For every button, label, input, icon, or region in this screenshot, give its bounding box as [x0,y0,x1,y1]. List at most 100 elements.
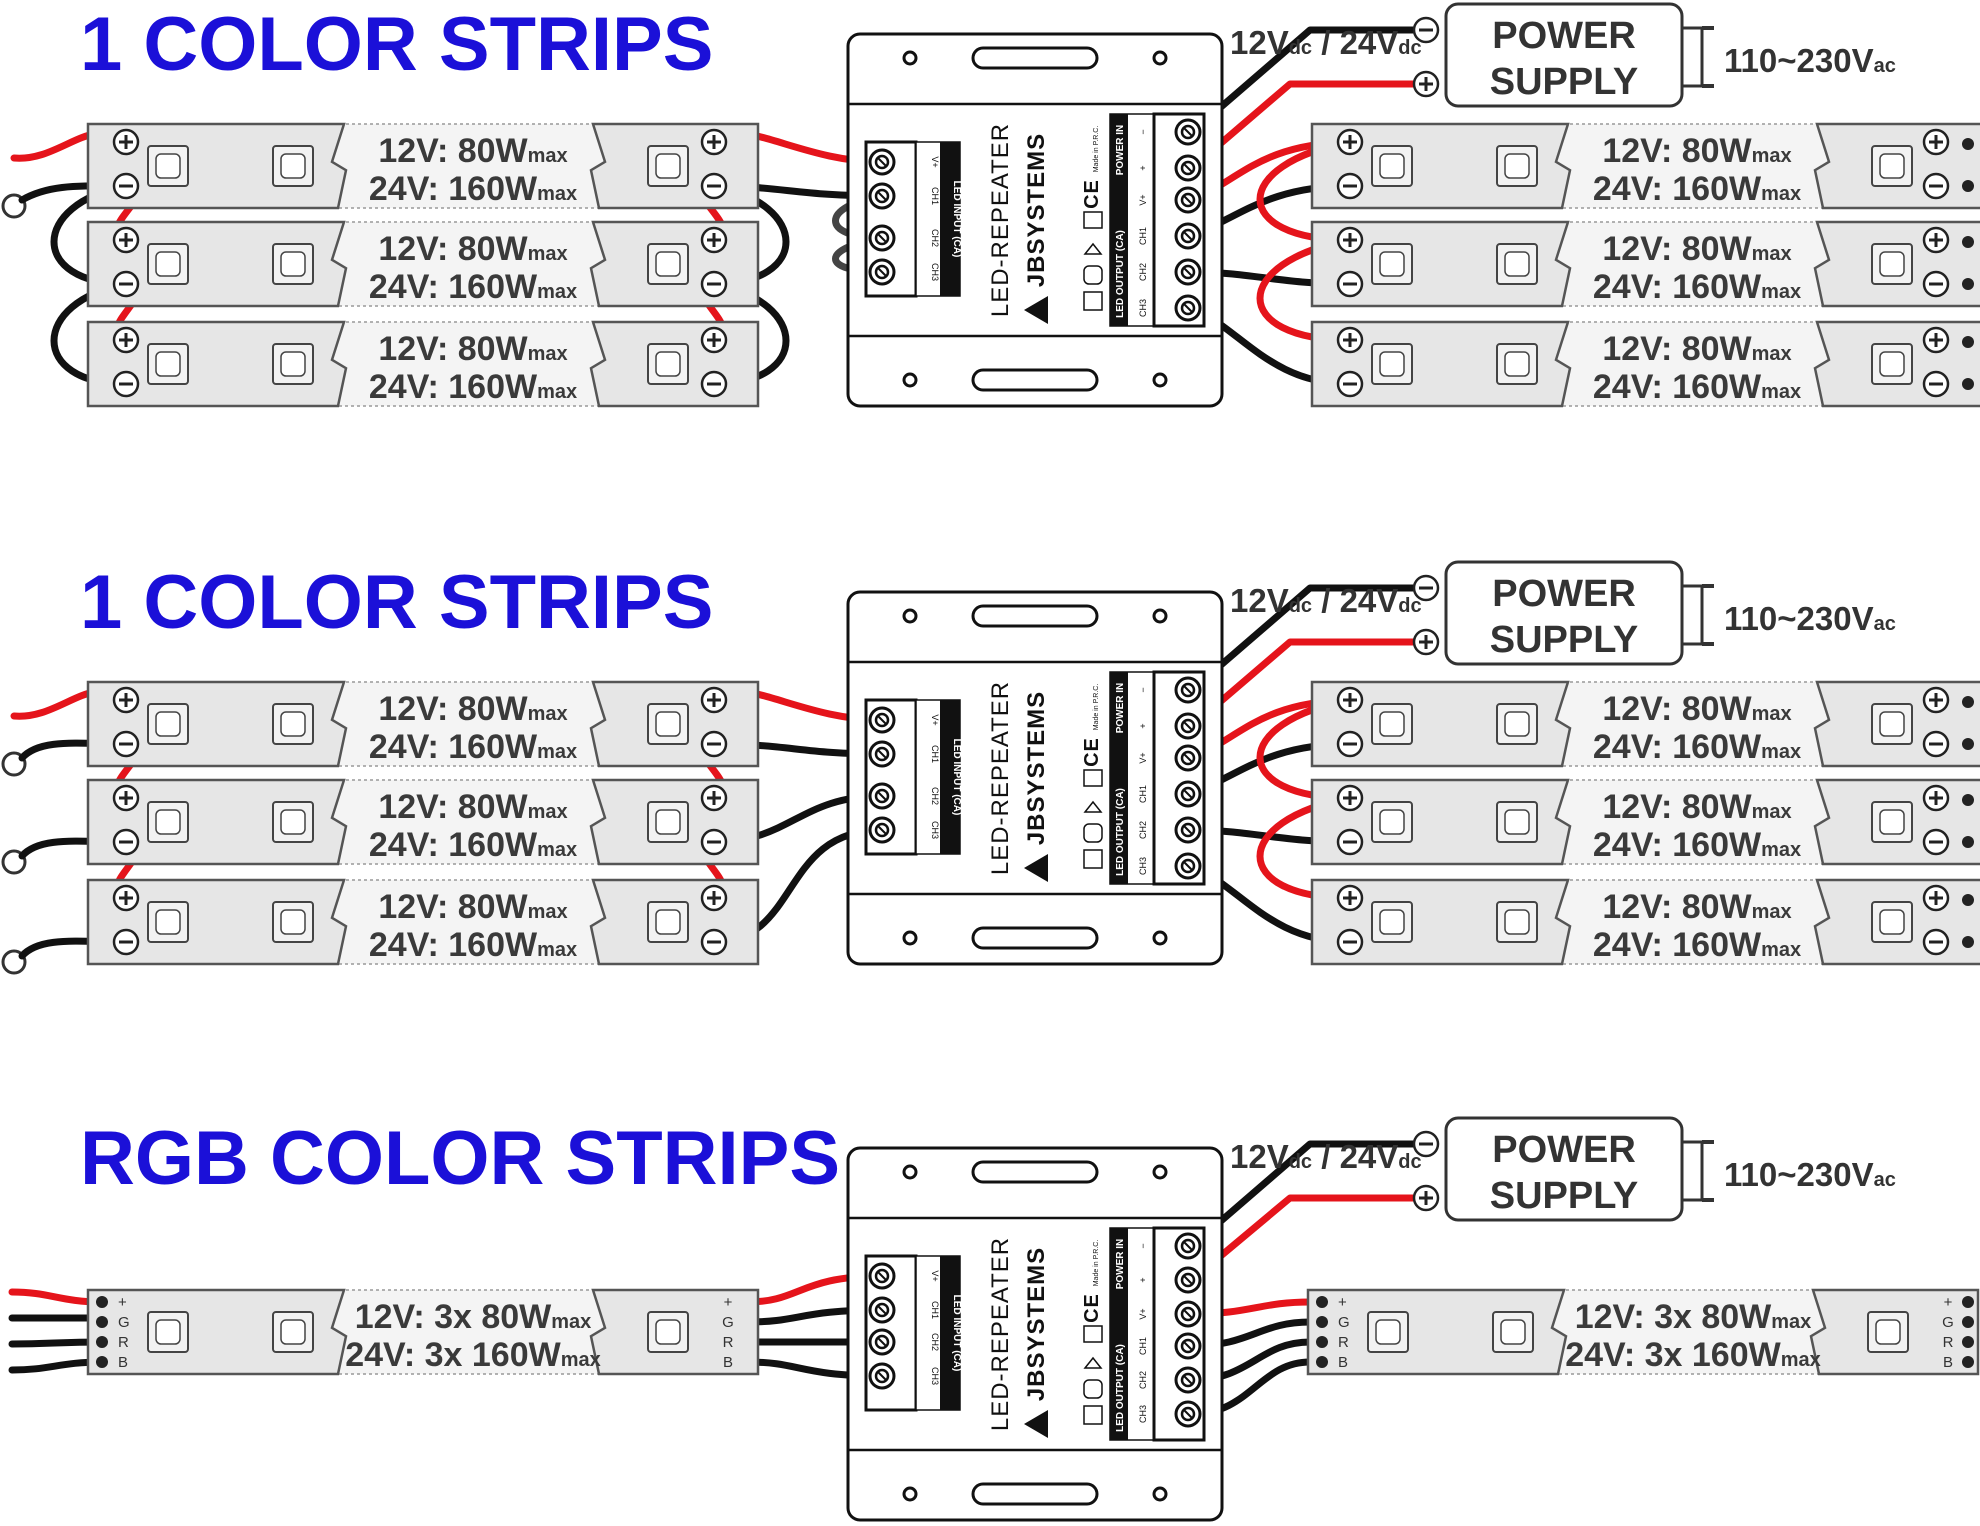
led-chip [1496,703,1538,745]
power-supply-label: POWER [1492,1129,1636,1171]
strip-spec-12v: 12V: 80Wmax [378,132,567,170]
screw-terminal-icon [1174,712,1202,740]
plus-terminal-icon [1922,784,1950,812]
plus-terminal-icon [1412,628,1440,656]
output-pin-label: + [1138,723,1148,728]
screw-terminal-icon [1174,118,1202,146]
led-chip [647,1311,689,1353]
certification-icons: CE [1081,179,1103,311]
input-pin-label: V+ [930,1270,940,1281]
output-pin-label: − [1138,129,1148,134]
minus-terminal-icon [1336,928,1364,956]
power-wire-positive [1188,638,1430,730]
output-pin-label: CH1 [1138,1337,1148,1355]
output-pin-label: + [1138,1277,1148,1282]
screw-terminal-icon [868,224,896,252]
rgb-pin-label: G [722,1314,734,1331]
plus-terminal-icon [112,128,140,156]
led-chip [1871,243,1913,285]
input-pin-label: V+ [930,156,940,167]
output-pin-label: + [1138,165,1148,170]
led-chip [1492,1311,1534,1353]
output-pin-label: V+ [1138,194,1148,205]
led-chip [647,243,689,285]
minus-terminal-icon [112,730,140,758]
led-chip [147,343,189,385]
screw-terminal-icon [1174,1300,1202,1328]
plus-terminal-icon [1922,686,1950,714]
led-chip [1871,703,1913,745]
plus-terminal-icon [112,326,140,354]
output-pin-label: − [1138,1243,1148,1248]
screw-terminal-icon [1174,154,1202,182]
plus-terminal-icon [1336,326,1364,354]
ac-voltage-label: 110~230Vac [1724,42,1896,79]
minus-terminal-icon [112,370,140,398]
input-pin-label: CH2 [930,787,940,805]
screw-terminal-icon [868,1296,896,1324]
jb-logo-icon [1024,1410,1048,1438]
strip-spec-12v: 12V: 80Wmax [1602,788,1791,826]
led-chip [147,901,189,943]
plus-terminal-icon [112,884,140,912]
output-pin-label: V+ [1138,752,1148,763]
device-brand: JBSYSTEMS [1023,133,1050,287]
screw-terminal-icon [1174,1332,1202,1360]
device-brand: JBSYSTEMS [1023,691,1050,845]
strip-spec-24v: 24V: 160Wmax [1593,170,1801,208]
minus-terminal-icon [1412,1130,1440,1158]
minus-terminal-icon [1336,828,1364,856]
ac-voltage-label: 110~230Vac [1724,600,1896,637]
led-chip [1371,145,1413,187]
minus-terminal-icon [1922,270,1950,298]
minus-terminal-icon [112,828,140,856]
strip-spec-24v: 24V: 160Wmax [1593,728,1801,766]
minus-terminal-icon [1336,370,1364,398]
strip-spec-12v: 12V: 80Wmax [1602,330,1791,368]
minus-terminal-icon [1922,928,1950,956]
strip-spec-24v: 24V: 160Wmax [369,268,577,306]
strip-spec-12v: 12V: 80Wmax [1602,132,1791,170]
plus-terminal-icon [700,226,728,254]
input-pin-label: CH3 [930,821,940,839]
led-chip [272,243,314,285]
rgb-pin-label: R [1943,1334,1954,1351]
input-pin-label: V+ [930,714,940,725]
strip-spec-24v: 24V: 160Wmax [369,926,577,964]
rgb-pin-label: + [1338,1294,1347,1311]
rgb-pin-label: R [118,1334,129,1351]
led-chip [272,343,314,385]
led-chip [1871,343,1913,385]
screw-terminal-icon [1174,744,1202,772]
led-chip [1871,145,1913,187]
jb-logo-icon [1024,854,1048,882]
minus-terminal-icon [700,172,728,200]
minus-terminal-icon [1412,574,1440,602]
minus-terminal-icon [1412,16,1440,44]
output-wire-positive [1256,236,1354,344]
output-wire-positive [1256,696,1354,802]
section-heading: 1 COLOR STRIPS [80,560,713,645]
strip-spec-24v: 24V: 3x 160Wmax [345,1336,601,1374]
power-in-label: POWER IN [1115,683,1126,734]
screw-terminal-icon [1174,1366,1202,1394]
ce-mark-icon: CE [1081,737,1103,767]
minus-terminal-icon [112,172,140,200]
led-chip [647,703,689,745]
minus-terminal-icon [700,828,728,856]
screw-terminal-icon [1174,258,1202,286]
output-pin-label: CH1 [1138,785,1148,803]
output-pin-label: V+ [1138,1308,1148,1319]
